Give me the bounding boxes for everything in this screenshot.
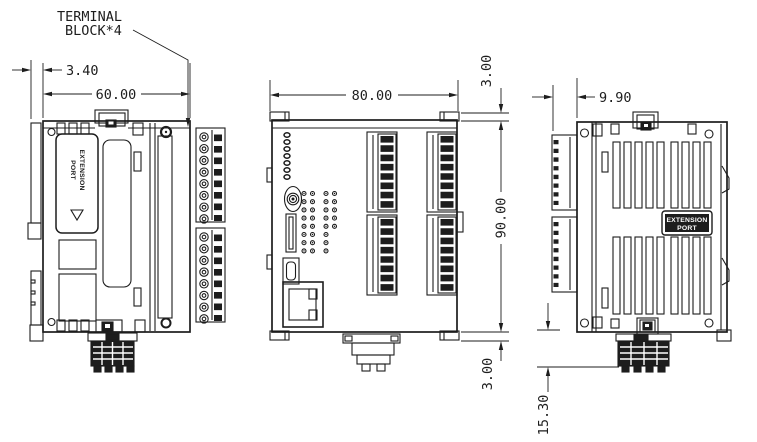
terminal-block [195, 127, 226, 223]
dim-text: 3.40 [66, 63, 99, 79]
screw-hole-icon [47, 317, 56, 327]
dim-text: 3.00 [480, 358, 496, 391]
vent-slots-upper [612, 141, 712, 209]
right-view-bottom-edge [579, 316, 732, 342]
dim-text: 80.00 [352, 88, 393, 104]
dim-bottom-connector-height: 15.30 [536, 303, 619, 435]
dim-text: 90.00 [494, 198, 510, 239]
screw-hole-icon [704, 318, 714, 328]
front-view [266, 111, 464, 372]
left-view-din-clip-strip [27, 122, 44, 342]
front-view-terminal-blocks [366, 131, 458, 296]
extension-port-label-line1: EXTENSION [78, 149, 85, 190]
left-view-bus-connector [87, 332, 138, 373]
terminal-block [426, 214, 458, 296]
callout-text-line2: BLOCK*4 [65, 23, 122, 39]
extension-port-label-line2: PORT [677, 225, 697, 232]
terminal-block [195, 227, 226, 323]
dim-bottom-tab-height: 3.00 [461, 340, 509, 391]
dim-text: 3.00 [479, 55, 495, 88]
dim-front-body-width: 80.00 [269, 80, 459, 111]
leader-arrow-icon [185, 118, 191, 127]
terminal-block [366, 214, 398, 296]
right-view-bus-connector [615, 333, 672, 373]
screw-hole-icon [579, 128, 590, 138]
triangle-marker-icon [70, 209, 84, 222]
dim-text: 15.30 [536, 395, 552, 436]
right-side-view: EXTENSION PORT [551, 111, 732, 373]
led-column [283, 132, 291, 180]
terminal-block [426, 131, 458, 213]
left-side-view: EXTENSION PORT [27, 109, 226, 373]
front-view-bus-connector [342, 333, 401, 372]
dim-terminal-block-depth: 9.90 [532, 78, 632, 131]
terminal-block [366, 131, 398, 213]
right-view-extension-port-badge: EXTENSION PORT [661, 210, 713, 236]
left-view-bottom-edge [47, 317, 172, 333]
usb-port [282, 257, 300, 285]
right-view-terminal-blocks [551, 134, 578, 293]
dim-text: 60.00 [96, 87, 137, 103]
dim-din-clip-offset: 3.40 [12, 60, 99, 119]
vent-slots-lower [612, 236, 712, 315]
round-connector-icon [283, 185, 303, 213]
bolt-icon [159, 125, 173, 139]
left-view-top-edge [43, 109, 190, 139]
dim-body-height: 90.00 [461, 121, 510, 333]
bolt-icon [160, 317, 172, 329]
left-view-extension-port: EXTENSION PORT [55, 133, 99, 234]
ethernet-port [282, 281, 324, 328]
dim-text: 9.90 [599, 90, 632, 106]
front-view-mounting-ears [269, 111, 460, 341]
dimension-annotations: TERMINAL BLOCK*4 3.40 60.00 [12, 9, 632, 435]
dim-side-body-width: 60.00 [43, 63, 191, 118]
right-view-top-edge [579, 111, 714, 139]
extension-port-label-line1: EXTENSION [666, 217, 707, 224]
left-view-terminal-blocks [195, 127, 226, 324]
din-latch-hooks [721, 165, 730, 286]
screw-hole-icon [579, 318, 590, 328]
extension-port-label-line2: PORT [69, 160, 76, 180]
screw-hole-icon [47, 127, 56, 137]
callout-text-line1: TERMINAL [57, 9, 122, 25]
sd-card-slot [285, 213, 297, 253]
left-view-panels [58, 123, 173, 331]
terminal-block-callout: TERMINAL BLOCK*4 [57, 9, 191, 127]
screw-hole-icon [704, 129, 714, 139]
